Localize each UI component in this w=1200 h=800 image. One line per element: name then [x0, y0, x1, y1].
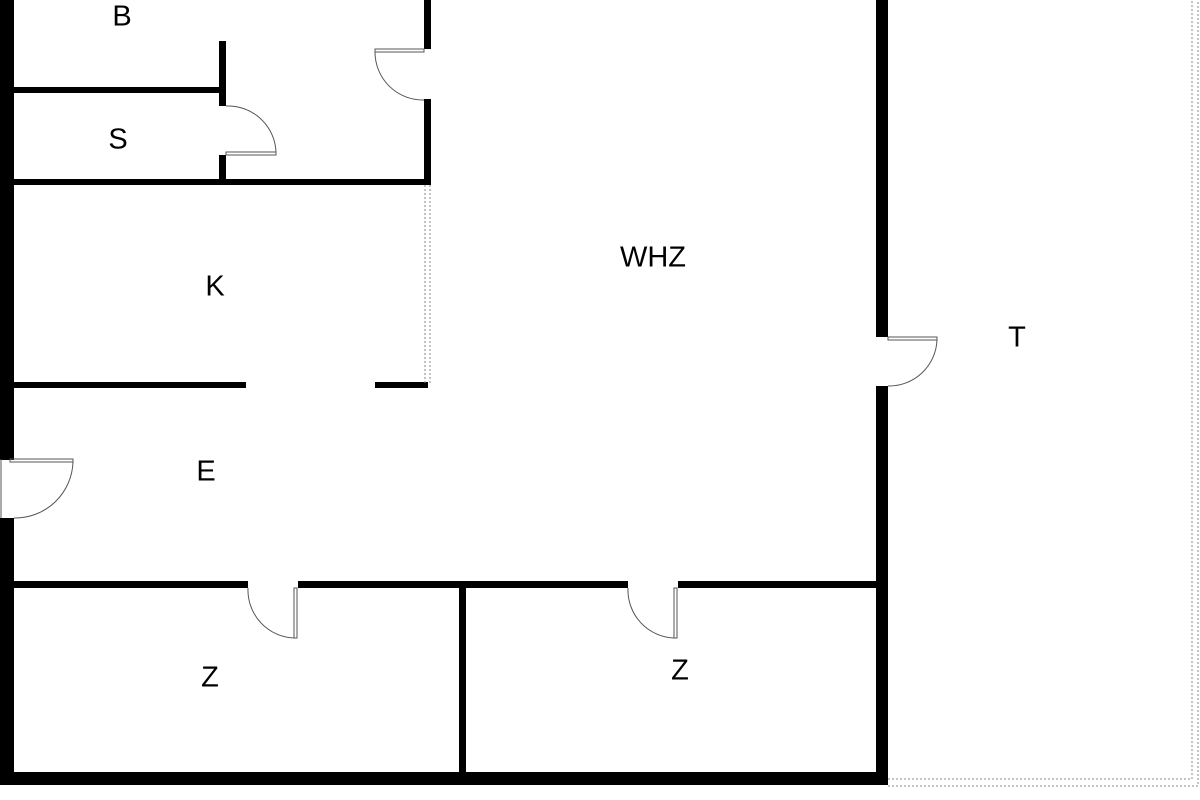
outer-wall-left-upper — [0, 0, 14, 460]
wall-between-rooms — [459, 588, 466, 772]
room-label-kitchen: K — [205, 270, 225, 303]
dotted-lines — [424, 0, 1199, 787]
wall-storage-right-upper — [219, 41, 226, 106]
room-label-room-left: Z — [201, 661, 219, 694]
wall-bath-right-lower — [424, 99, 431, 185]
room-label-entrance: E — [196, 455, 216, 488]
outer-wall-right-lower — [876, 386, 888, 785]
wall-storage-right-lower — [219, 155, 226, 185]
room-label-storage: S — [108, 123, 128, 156]
door-room-left — [247, 587, 298, 639]
room-label-living: WHZ — [619, 241, 687, 274]
terrace-boundary — [888, 0, 1193, 780]
door-bath — [374, 48, 425, 101]
room-label-room-right: Z — [671, 654, 689, 687]
terrace-boundary-outer — [888, 0, 1199, 787]
door-room-right — [627, 587, 678, 639]
door-storage — [225, 105, 277, 156]
room-label-bath: B — [112, 0, 132, 33]
door-entrance — [0, 458, 74, 519]
door-terrace — [887, 336, 938, 387]
outer-wall-right-upper — [876, 0, 888, 337]
wall-entrance-rooms-3 — [678, 581, 876, 588]
wall-storage-kitchen — [14, 179, 431, 185]
outer-wall-left-lower — [0, 518, 14, 785]
wall-kitchen-entrance-right — [375, 382, 428, 388]
wall-bath-right-upper — [424, 0, 431, 49]
wall-bath-storage — [14, 87, 222, 93]
room-label-terrace: T — [1008, 321, 1026, 354]
doors — [0, 48, 938, 639]
wall-kitchen-entrance-left — [14, 382, 246, 388]
wall-entrance-rooms-1 — [14, 581, 248, 588]
walls — [0, 0, 888, 785]
outer-wall-bottom — [0, 772, 888, 785]
wall-entrance-rooms-2 — [298, 581, 628, 588]
